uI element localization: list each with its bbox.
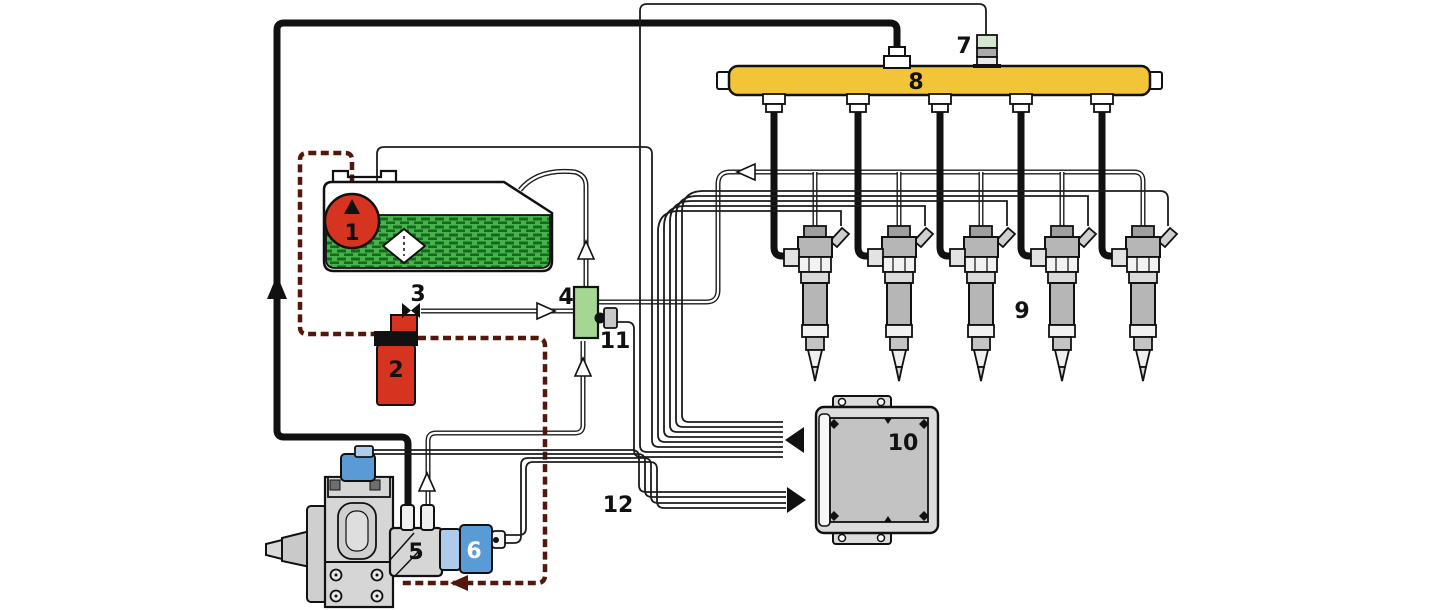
metering-unit-wire-2 [504, 461, 786, 536]
pump-overflow-outlet [420, 504, 435, 531]
fuel-metering-unit: 6 [439, 524, 506, 574]
fuel-filter: 2 [374, 314, 418, 406]
valve-port-icon [594, 312, 606, 324]
label-1: 1 [344, 221, 359, 246]
label-10: 10 [888, 431, 919, 456]
pump-shaft [265, 538, 283, 561]
pump-bolts [329, 568, 384, 603]
rail-outlet-fittings [762, 93, 1114, 113]
flow-arrow-right-icon [536, 301, 557, 321]
label-6: 6 [466, 539, 481, 564]
injector-5 [1111, 225, 1179, 382]
metering-unit-wire-1 [504, 457, 786, 544]
injector-inlet-fitting [783, 248, 800, 267]
high-pressure-lines-rail-to-injectors [770, 106, 1118, 260]
label-9: 9 [1014, 299, 1029, 324]
injector-connector [1075, 226, 1098, 249]
injector-4 [1030, 225, 1098, 382]
fuel-rail: 8 [716, 46, 1163, 113]
injector3-wire [669, 200, 1008, 433]
rail-pressure-sensor: 7 [956, 34, 1001, 68]
fuel-tank: 1 [322, 169, 554, 273]
label-11: 11 [600, 329, 631, 354]
pump-hp-outlet [400, 504, 415, 531]
injectors: 9 [783, 225, 1179, 382]
tank-pump-wire [376, 146, 783, 448]
injector4-wire [675, 195, 1089, 428]
flow-arrow-up-icon [417, 471, 437, 492]
label-2: 2 [388, 358, 403, 383]
injector-connector [1156, 226, 1179, 249]
flow-arrow-left-icon [735, 162, 756, 182]
in-tank-fuel-pump: 1 [323, 192, 381, 250]
high-pressure-line-pump-to-rail [267, 19, 901, 509]
flow-arrows [417, 162, 756, 492]
pump-solenoid-wire-1 [371, 449, 786, 493]
overflow-pipe-pump-to-valve4 [428, 341, 583, 506]
ecu-output-arrow-icon [785, 427, 804, 453]
sensor-11-body [603, 307, 618, 329]
injector-3 [949, 225, 1017, 382]
pump-solenoid [340, 453, 376, 482]
label-4: 4 [558, 285, 573, 310]
fuel-level [325, 214, 551, 269]
ecu: 10 [814, 395, 940, 545]
flow-arrow-up-icon [576, 239, 596, 260]
flow-arrow-up-icon [267, 275, 287, 299]
flow-arrow-up-icon [573, 356, 593, 377]
overflow-valve: 4 11 [558, 285, 630, 354]
wiring-harness [371, 3, 1169, 544]
injector-connector [912, 226, 935, 249]
injector-connector [828, 226, 851, 249]
injector2-wire [663, 205, 926, 438]
tank-flange [331, 169, 398, 181]
high-pressure-pump: 5 [265, 445, 444, 609]
injector1-wire [657, 210, 842, 443]
pressure-holding-valve: 3 [402, 282, 426, 318]
label-7: 7 [956, 34, 971, 59]
flow-arrow-up-icon [344, 199, 360, 214]
pump-solenoid-wire-2 [371, 453, 786, 498]
injector-2 [867, 225, 935, 382]
rail-sensor-wire [639, 3, 987, 453]
label-3: 3 [410, 282, 425, 307]
label-5: 5 [408, 540, 423, 565]
injector5-wire [681, 190, 1169, 423]
flow-arrow-left-icon [450, 575, 468, 591]
ecu-input-arrow-icon [787, 487, 806, 513]
label-12: 12 [603, 493, 634, 518]
injector-1 [783, 225, 851, 382]
injector-connector [994, 226, 1017, 249]
label-8: 8 [908, 70, 923, 95]
strainer-icon [381, 227, 427, 265]
